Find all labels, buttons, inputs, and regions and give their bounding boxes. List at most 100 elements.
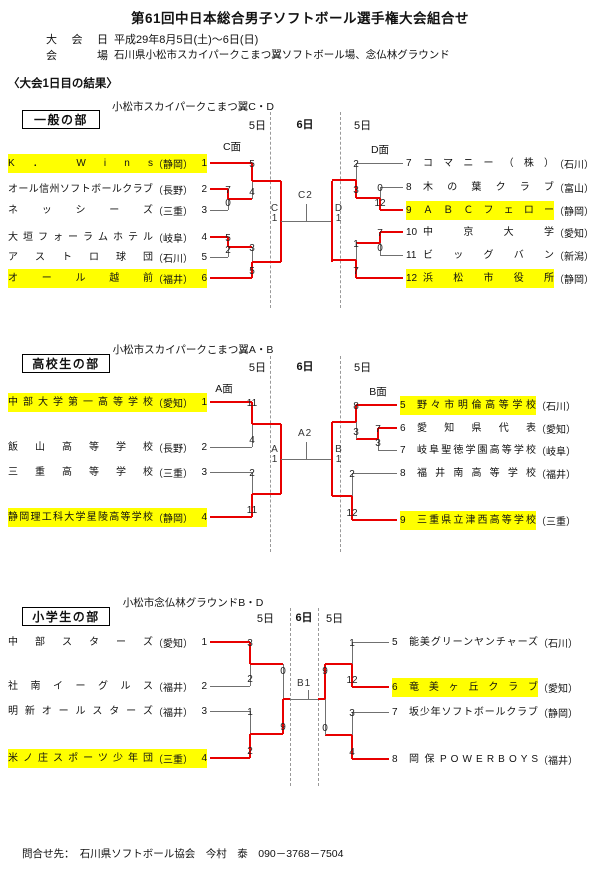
team-prefecture: （福井） — [153, 275, 193, 286]
bracket-line — [306, 442, 307, 459]
team-name: コ マ ニ ー （ 株 ） — [423, 157, 554, 169]
team-prefecture: （石川） — [538, 639, 578, 650]
team-row: 飯 山 高 等 学 校（長野）2 — [8, 438, 207, 457]
team-name: ネ ッ シ ー ズ — [8, 204, 153, 216]
team-prefecture: （静岡） — [554, 207, 594, 218]
team-seed: 2 — [201, 681, 207, 692]
score: 4 — [249, 435, 255, 446]
bracket-line — [325, 734, 352, 736]
bracket-line — [250, 711, 251, 734]
bracket-line — [227, 237, 229, 247]
team-seed: 6 — [201, 273, 207, 284]
match-label: B1 — [335, 444, 342, 465]
bracket-line — [249, 734, 251, 758]
team-row: ア ス ト ロ 球 団（石川）5 — [8, 248, 207, 267]
team-name: 中 部 ス タ ー ズ — [8, 636, 153, 648]
score: 4 — [349, 747, 355, 758]
bracket-line — [380, 255, 403, 256]
team-row: オール信州ソフトボールクラブ（長野）2 — [8, 180, 207, 199]
day-label: 5日 — [326, 613, 344, 625]
score: 7 — [377, 228, 383, 239]
bracket-line — [356, 242, 380, 244]
score: 12 — [346, 675, 358, 686]
team-seed: 4 — [201, 512, 207, 523]
team-prefecture: （愛知） — [536, 425, 576, 436]
team-seed: 4 — [201, 753, 207, 764]
day-divider — [290, 608, 291, 786]
bracket-line — [210, 686, 250, 687]
score: 9 — [280, 722, 286, 733]
bracket-line — [251, 163, 253, 181]
bracket-line — [252, 180, 281, 182]
team-name: 静岡理工科大学星陵高等学校 — [8, 511, 153, 523]
team-seed: 7 — [392, 707, 398, 718]
score: 0 — [225, 198, 231, 209]
day-label: 6日 — [295, 612, 313, 624]
bracket-line — [227, 189, 229, 199]
bracket-line — [352, 473, 353, 496]
venue-label: 会 場 — [46, 50, 108, 62]
bracket-line — [325, 663, 352, 665]
team-row: オ ー ル 越 前（福井）6 — [8, 269, 207, 288]
team-prefecture: （岐阜） — [153, 234, 193, 245]
day-label: 6日 — [296, 361, 314, 373]
bracket-line — [332, 495, 352, 497]
team-seed: 6 — [392, 682, 398, 693]
bracket-line — [228, 198, 252, 200]
bracket-line — [331, 422, 333, 496]
score: 2 — [249, 468, 255, 479]
team-prefecture: （静岡） — [538, 709, 578, 720]
bracket-line — [355, 405, 357, 422]
score: 12 — [374, 198, 386, 209]
score: 0 — [377, 183, 383, 194]
team-prefecture: （三重） — [153, 469, 193, 480]
bracket-line — [352, 642, 353, 664]
team-row: 社 南 イ ー グ ル ス（福井）2 — [8, 677, 207, 696]
team-name: K ． W i n s — [8, 157, 153, 169]
bracket-line — [380, 243, 381, 255]
section-venue: 小松市スカイパークこまつ翼A・B — [112, 344, 274, 356]
team-name: 社 南 イ ー グ ル ス — [8, 680, 153, 692]
score: 0 — [280, 666, 286, 677]
team-seed: 3 — [201, 467, 207, 478]
score: 5 — [225, 233, 231, 244]
team-prefecture: （静岡） — [554, 275, 594, 286]
team-prefecture: （静岡） — [153, 160, 193, 171]
bracket-line — [210, 711, 250, 712]
day-divider — [340, 112, 341, 308]
bracket-line — [377, 428, 379, 439]
bracket-line — [351, 735, 353, 759]
bracket-line — [210, 516, 252, 518]
bracket-line — [356, 163, 357, 180]
team-prefecture: （愛知） — [538, 684, 578, 695]
team-name: 飯 山 高 等 学 校 — [8, 441, 153, 453]
bracket-line — [210, 401, 252, 403]
score: 2 — [349, 469, 355, 480]
score: 9 — [322, 666, 328, 677]
bracket-line — [352, 758, 389, 760]
score: 3 — [349, 708, 355, 719]
score: 3 — [247, 638, 253, 649]
score: 1 — [247, 707, 253, 718]
team-seed: 2 — [201, 184, 207, 195]
day-label: 5日 — [354, 120, 372, 132]
team-row: 中部大学第一高等学校（愛知）1 — [8, 393, 207, 412]
score: 7 — [353, 266, 359, 277]
section-venue: 小松市念仏林グラウンドB・D — [122, 597, 264, 609]
bracket-line — [352, 473, 397, 474]
team-prefecture: （長野） — [153, 444, 193, 455]
bracket-line — [380, 231, 403, 233]
bracket-line — [250, 733, 283, 735]
score: 2 — [353, 159, 359, 170]
bracket-line — [228, 247, 229, 257]
team-prefecture: （石川） — [554, 160, 594, 171]
bracket-line — [378, 450, 397, 451]
bracket-line — [308, 690, 309, 699]
team-seed: 1 — [201, 158, 207, 169]
